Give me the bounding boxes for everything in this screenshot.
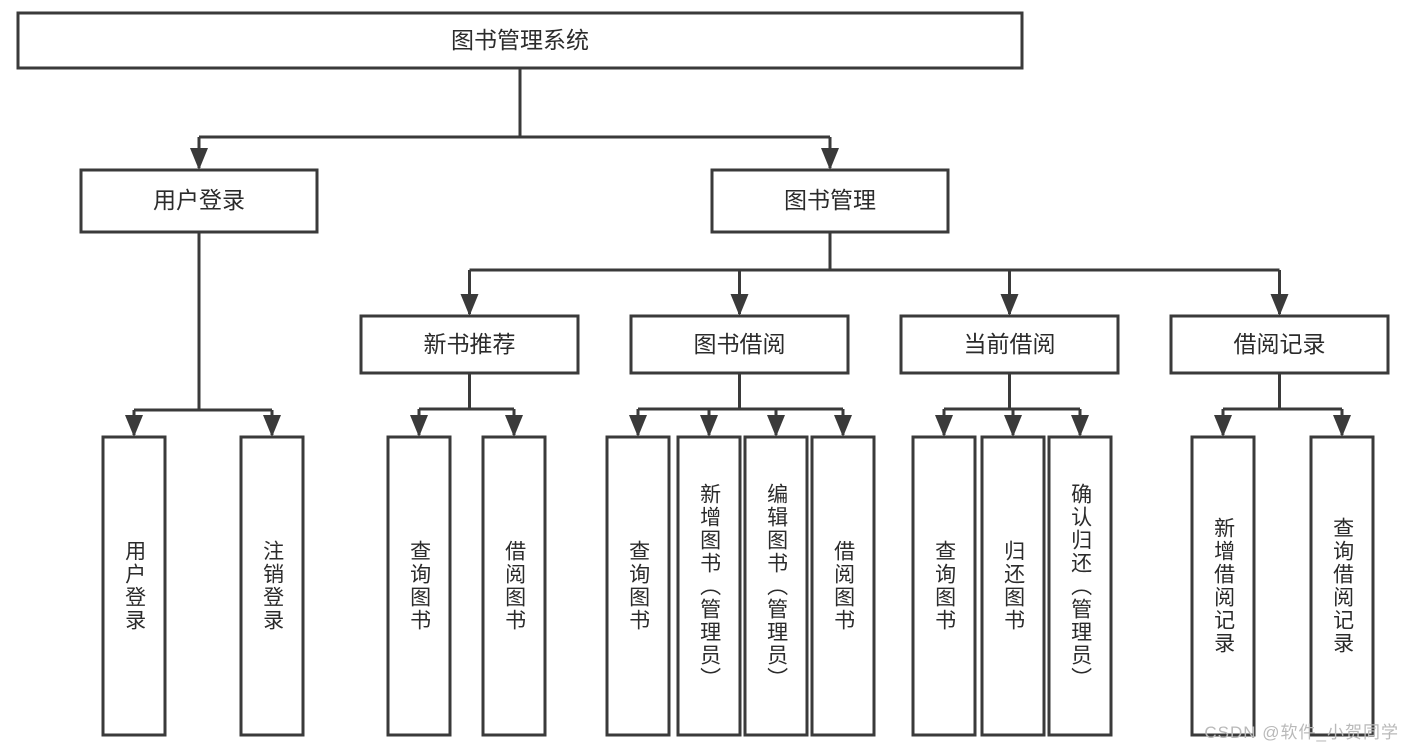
arrow-head xyxy=(700,415,718,437)
connectors xyxy=(125,68,1351,437)
arrow-head xyxy=(935,415,953,437)
node-box-leaf-brw-borrow xyxy=(810,435,876,737)
node-box-leaf-rec-add xyxy=(1190,435,1256,737)
node-box-leaf-brw-query xyxy=(605,435,671,737)
node-box-book-manage xyxy=(710,168,950,234)
arrow-head xyxy=(1214,415,1232,437)
arrow-head xyxy=(460,294,479,316)
node-box-user-login xyxy=(79,168,319,234)
node-box-leaf-rec-borrow xyxy=(481,435,547,737)
node-box-leaf-cur-query xyxy=(911,435,977,737)
arrow-head xyxy=(263,415,281,437)
arrow-head xyxy=(410,415,428,437)
node-box-leaf-rec-query xyxy=(386,435,452,737)
node-box-root xyxy=(16,11,1024,70)
arrow-head xyxy=(190,148,208,170)
arrow-head xyxy=(821,148,839,170)
arrow-head xyxy=(1333,415,1351,437)
arrow-head xyxy=(629,415,647,437)
node-box-leaf-brw-edit xyxy=(743,435,809,737)
arrow-head xyxy=(1000,294,1019,316)
arrow-head xyxy=(834,415,852,437)
node-box-leaf-cur-return xyxy=(980,435,1046,737)
watermark-text: CSDN @软件_小贺同学 xyxy=(1204,723,1399,742)
arrow-head xyxy=(1071,415,1089,437)
node-box-borrow-record xyxy=(1169,314,1390,375)
arrow-head xyxy=(767,415,785,437)
node-box-leaf-user-logout xyxy=(239,435,305,737)
node-box-book-borrow xyxy=(629,314,850,375)
arrow-head xyxy=(125,415,143,437)
node-boxes xyxy=(16,11,1390,737)
node-box-leaf-cur-confirm xyxy=(1047,435,1113,737)
arrow-head xyxy=(505,415,523,437)
node-box-current-borrow xyxy=(899,314,1120,375)
arrow-head xyxy=(1004,415,1022,437)
node-box-leaf-rec-search xyxy=(1309,435,1375,737)
node-box-leaf-brw-add xyxy=(676,435,742,737)
arrow-head xyxy=(730,294,749,316)
node-box-new-book-rec xyxy=(359,314,580,375)
node-box-leaf-user-login xyxy=(101,435,167,737)
arrow-head xyxy=(1270,294,1289,316)
